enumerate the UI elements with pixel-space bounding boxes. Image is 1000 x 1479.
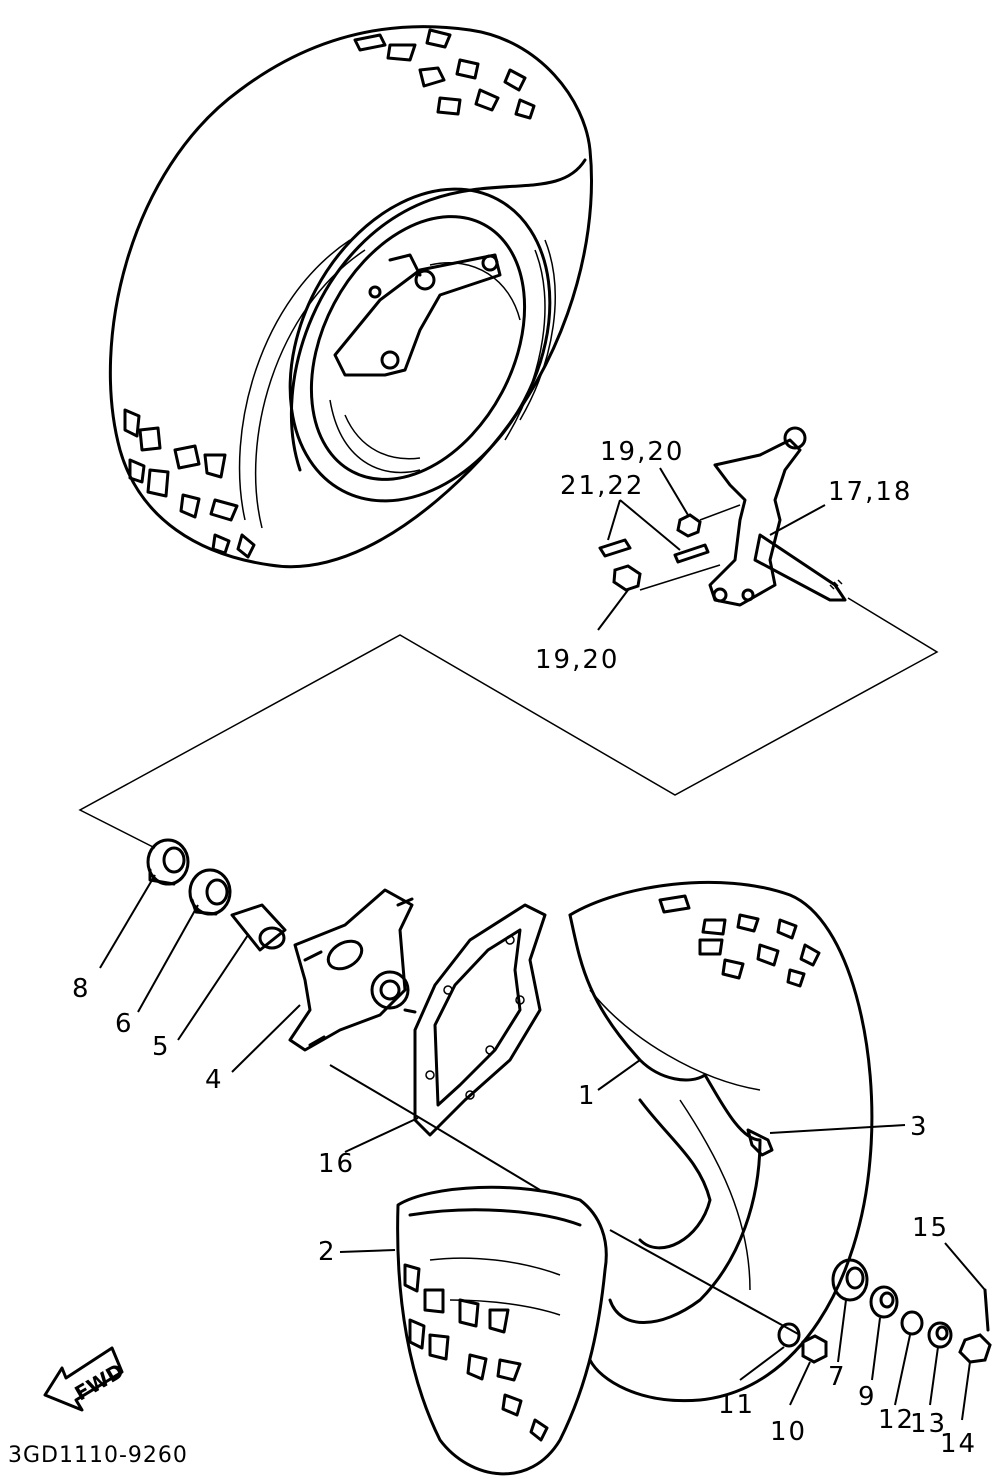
callout-13: 13 [910,1409,947,1439]
fwd-arrow-icon: FWD [43,1346,128,1412]
callout-3: 3 [910,1112,929,1142]
callout-2: 2 [318,1237,337,1267]
castle-nut-lower-icon [612,564,642,592]
assembled-wheel [108,25,593,569]
callout-19-20-bottom: 19,20 [535,645,619,675]
callout-7: 7 [828,1362,847,1392]
callout-4: 4 [205,1065,224,1095]
callout-21-22: 21,22 [560,471,644,501]
callout-1: 1 [578,1081,597,1111]
callout-labels: 1 2 3 4 5 6 7 8 9 10 11 12 13 14 15 16 1… [72,437,977,1459]
steering-knuckle [597,426,847,631]
assembly-outline [78,597,939,849]
callout-15: 15 [912,1213,949,1243]
callout-9: 9 [858,1382,877,1412]
callout-6: 6 [115,1009,134,1039]
callout-19-20-top: 19,20 [600,437,684,467]
wheel-hardware [329,1064,992,1364]
exploded-hub-parts [146,838,547,1137]
callout-11: 11 [718,1390,755,1420]
callout-10: 10 [770,1417,807,1447]
callout-8: 8 [72,974,91,1004]
callout-12: 12 [878,1405,915,1435]
callout-16: 16 [318,1149,355,1179]
leader-lines [99,874,986,1421]
fwd-label: FWD [71,1359,128,1406]
exploded-tire-and-rim [396,880,874,1476]
callout-14: 14 [940,1429,977,1459]
diagram-code: 3GD1110-9260 [8,1443,188,1468]
callout-5: 5 [152,1032,171,1062]
callout-17-18: 17,18 [828,477,912,507]
castle-nut-upper-icon [676,513,702,538]
